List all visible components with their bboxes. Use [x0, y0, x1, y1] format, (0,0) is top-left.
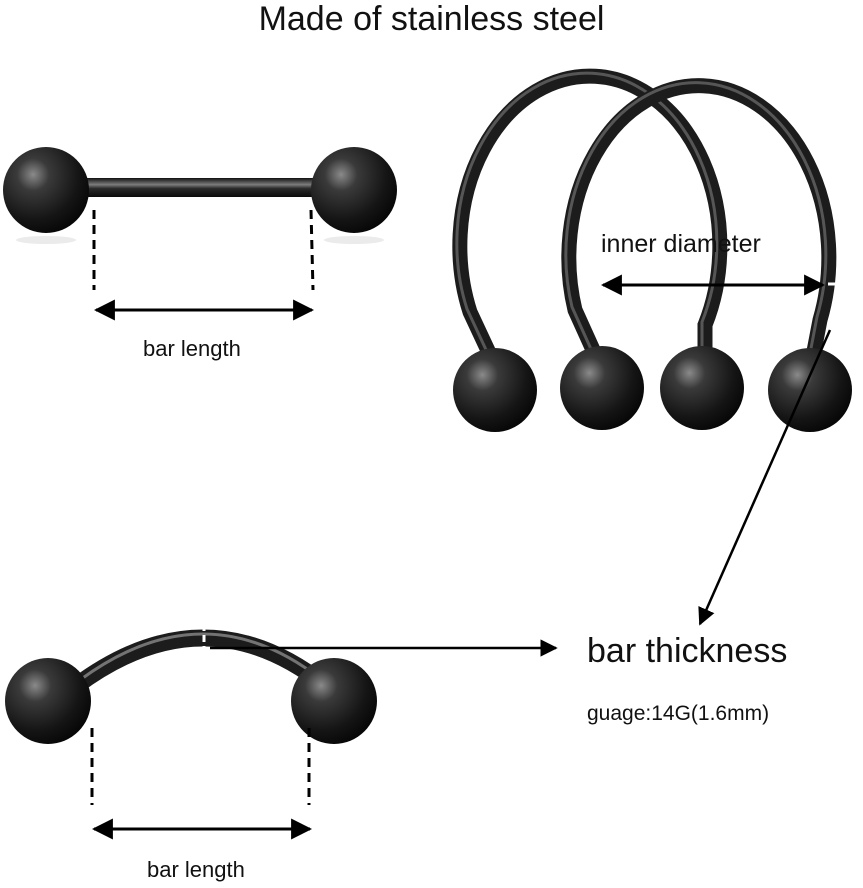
curved-bar	[67, 629, 335, 695]
horseshoe-ball-2	[560, 346, 644, 430]
bar-length-label-curved: bar length	[147, 857, 245, 882]
curved-barbell	[5, 624, 377, 744]
gauge-label: guage:14G(1.6mm)	[587, 702, 770, 725]
horseshoe-rings	[452, 68, 852, 432]
inner-diameter-label: inner diameter	[601, 230, 761, 258]
horseshoe-ring-front	[561, 78, 837, 380]
horseshoe-ring-back	[452, 68, 728, 380]
horseshoe-ball-1	[453, 348, 537, 432]
curved-right-ball	[291, 658, 377, 744]
inner-diameter-measure	[600, 274, 858, 626]
straight-bar-length-measure	[92, 209, 315, 321]
straight-right-ball	[311, 147, 397, 233]
bar-length-label-straight: bar length	[143, 336, 241, 361]
curved-left-ball	[5, 658, 91, 744]
horseshoe-ball-4	[768, 348, 852, 432]
bar-thickness-label: bar thickness	[587, 632, 788, 670]
straight-left-ball	[3, 147, 89, 233]
curved-bar-length-measure	[90, 728, 313, 840]
straight-barbell	[3, 147, 397, 244]
thickness-pointer-arrow	[698, 329, 832, 626]
page-title: Made of stainless steel	[258, 0, 605, 38]
horseshoe-ball-3	[660, 346, 744, 430]
straight-bar	[80, 178, 325, 197]
